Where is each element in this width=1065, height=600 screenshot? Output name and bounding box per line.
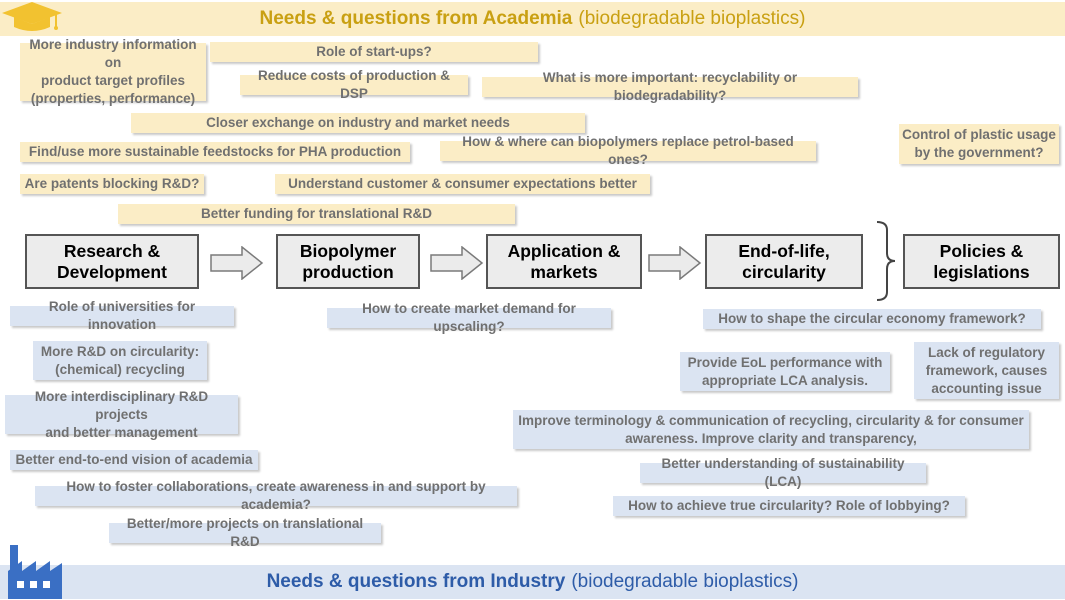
academia-note: Reduce costs of production & DSP (240, 68, 468, 101)
academia-banner-title: Needs & questions from Academia (259, 8, 573, 29)
academia-banner-subtitle: (biodegradable bioplastics) (578, 8, 806, 29)
stage-end-of-life: End-of-life, circularity (705, 234, 863, 289)
stage-research-development: Research & Development (25, 234, 199, 289)
flow-arrow (210, 246, 264, 280)
industry-banner-title: Needs & questions from Industry (266, 571, 566, 592)
academia-note: How & where can biopolymers replace petr… (440, 134, 816, 167)
academia-note: More industry information on product tar… (20, 37, 206, 106)
stage-policies-legislations: Policies & legislations (903, 234, 1060, 289)
industry-note: Better end-to-end vision of academia (10, 450, 258, 470)
industry-note: Better understanding of sustainability (… (640, 456, 926, 489)
industry-note: How to shape the circular economy framew… (703, 309, 1041, 329)
flow-arrow (430, 246, 484, 280)
academia-note: What is more important: recyclability or… (482, 70, 858, 103)
industry-note: How to foster collaborations, create awa… (35, 479, 517, 512)
academia-note: Closer exchange on industry and market n… (131, 113, 585, 133)
academia-note: Are patents blocking R&D? (20, 174, 204, 194)
industry-note: More R&D on circularity: (chemical) recy… (33, 341, 207, 380)
brace-icon (876, 221, 896, 301)
stage-application-markets: Application & markets (486, 234, 642, 289)
academia-note: Find/use more sustainable feedstocks for… (20, 142, 410, 162)
academia-banner: Needs & questions from Academia (biodegr… (0, 2, 1065, 36)
industry-banner: Needs & questions from Industry (biodegr… (0, 565, 1065, 599)
industry-note: Improve terminology & communication of r… (513, 410, 1029, 449)
industry-note: How to achieve true circularity? Role of… (613, 496, 965, 516)
industry-note: Better/more projects on translational R&… (109, 516, 381, 549)
flow-arrow (648, 246, 702, 280)
academia-note: Understand customer & consumer expectati… (275, 174, 650, 194)
industry-note: More interdisciplinary R&D projects and … (5, 389, 238, 440)
graduation-cap-icon (2, 2, 62, 31)
academia-note: Better funding for translational R&D (118, 204, 515, 224)
industry-banner-subtitle: (biodegradable bioplastics) (571, 571, 799, 592)
academia-note: Control of plastic usage by the governme… (899, 124, 1059, 164)
stage-biopolymer-production: Biopolymer production (276, 234, 420, 289)
academia-note: Role of start-ups? (210, 42, 538, 62)
industry-note: Provide EoL performance with appropriate… (680, 352, 890, 391)
factory-icon (8, 545, 62, 599)
industry-note: Lack of regulatory framework, causes acc… (914, 342, 1059, 399)
industry-note: Role of universities for innovation (10, 299, 234, 332)
industry-note: How to create market demand for upscalin… (327, 301, 611, 334)
